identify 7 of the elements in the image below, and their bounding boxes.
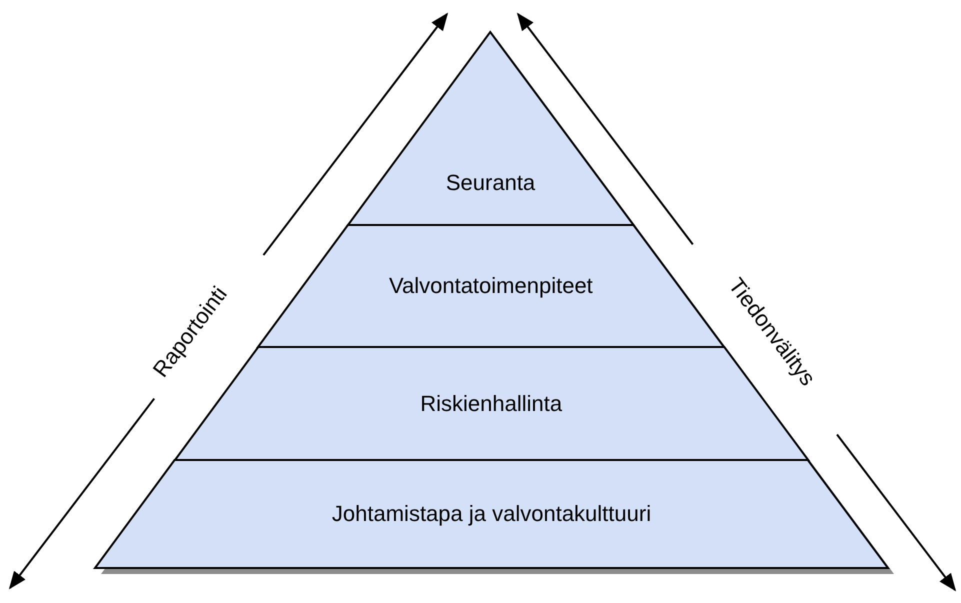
pyramid-layer xyxy=(95,460,888,568)
layer-label: Seuranta xyxy=(446,170,536,196)
pyramid-layer xyxy=(348,32,634,225)
layer-label: Riskienhallinta xyxy=(420,390,562,416)
layer-label: Valvontatoimenpiteet xyxy=(388,273,593,299)
pyramid-layer xyxy=(258,225,724,347)
layer-label: Johtamistapa ja valvontakulttuuri xyxy=(332,501,652,527)
